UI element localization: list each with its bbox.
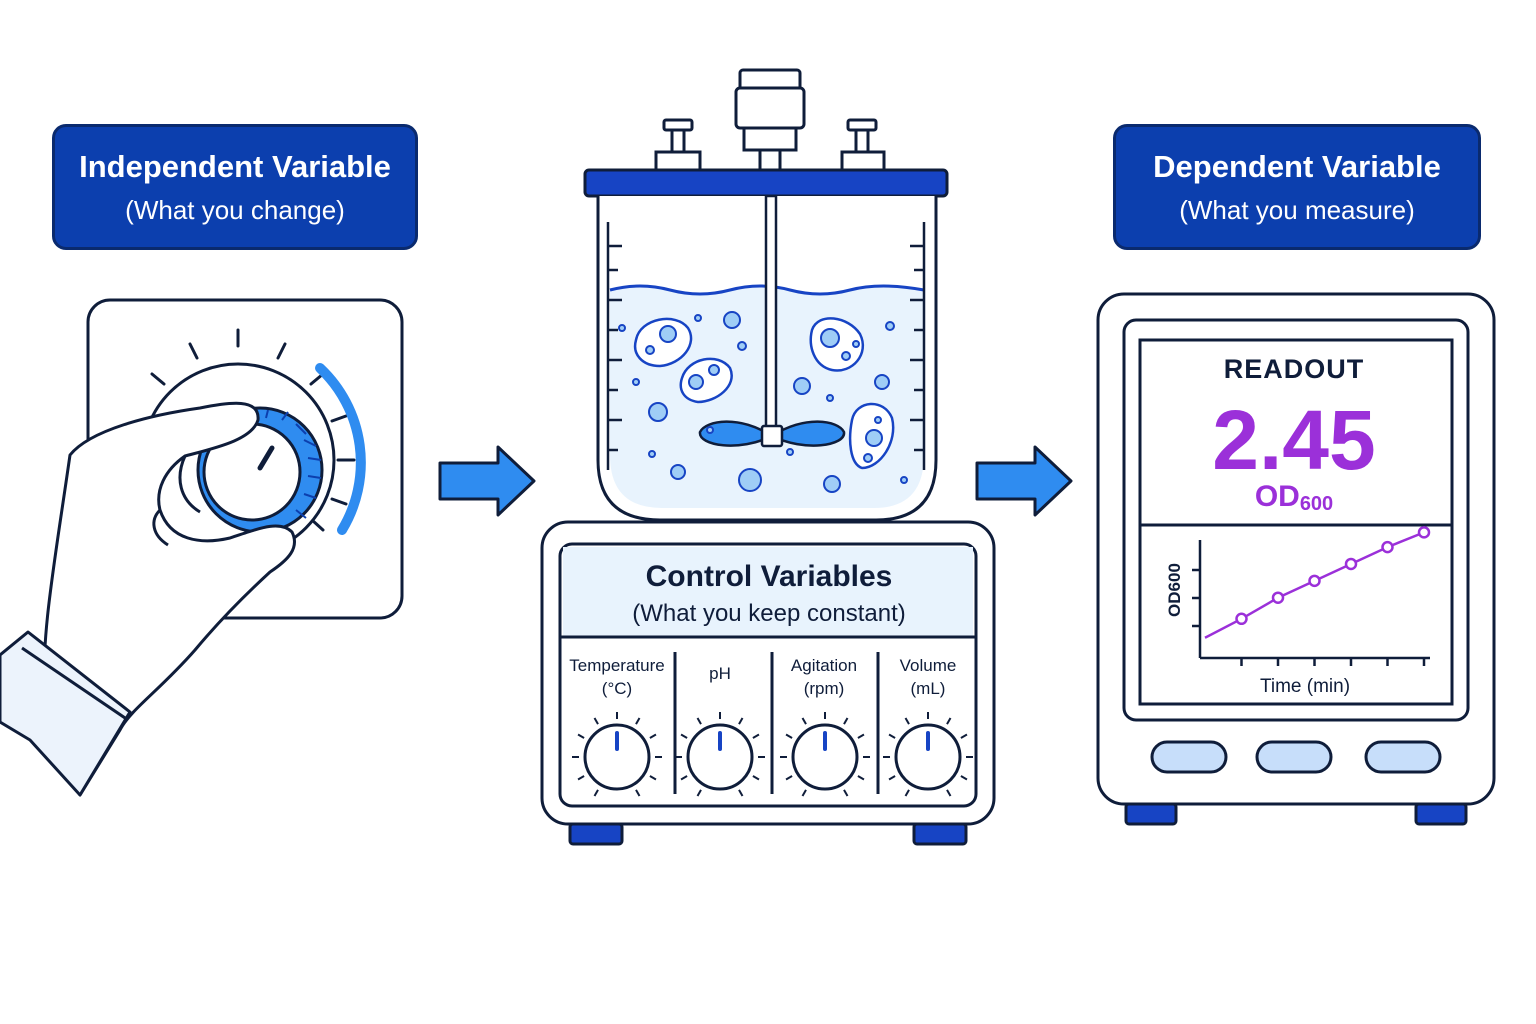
readout-chart-y-label: OD600 [1165,563,1184,617]
dependent-variable-label: Dependent Variable (What you measure) [1113,124,1481,250]
arrow-right-icon [975,445,1073,517]
dependent-subtitle: (What you measure) [1179,195,1415,225]
readout-unit-sub: 600 [1299,493,1334,515]
readout-unit: OD600 [1142,480,1446,516]
dial-label-temperature: Temperature (°C) [565,654,669,700]
readout-value: 2.45 [1212,393,1376,487]
control-variables-header: Control Variables (What you keep constan… [562,546,976,628]
readout-data-point [1344,557,1358,571]
readout-unit-main: OD [1254,480,1300,513]
dial-label-line: (rpm) [803,679,845,698]
volume-knob[interactable] [883,712,973,797]
readout-data-point [1271,591,1285,604]
control-title: Control Variables [645,560,893,593]
readout-data-point [1381,540,1394,554]
dial-label-line: (°C) [601,679,633,698]
control-subtitle: (What you keep constant) [632,600,906,627]
independent-variable-label: Independent Variable (What you change) [52,124,418,250]
independent-title: Independent Variable [79,149,391,184]
readout-chart-x-label: Time (min) [1259,676,1351,697]
dependent-title: Dependent Variable [1153,149,1441,184]
independent-subtitle: (What you change) [125,195,345,225]
bioreactor-icon [540,68,996,846]
dial-label-line: pH [709,664,731,683]
dial-label-ph: pH [668,662,772,685]
agitation-knob[interactable] [780,712,870,797]
temperature-knob[interactable] [572,712,662,797]
hand-turning-dial-icon [0,298,404,797]
arrow-right-icon [438,445,536,517]
dial-label-agitation: Agitation (rpm) [772,654,876,700]
dial-label-line: Temperature [569,656,665,675]
spectrophotometer-icon [1096,292,1496,826]
ph-knob[interactable] [675,712,765,797]
readout-data-point [1235,612,1248,626]
dial-label-volume: Volume (mL) [876,654,980,700]
dial-label-line: Agitation [790,656,858,675]
readout-data-point [1417,526,1431,539]
dial-label-line: Volume [899,656,957,675]
dial-label-line: (mL) [910,679,946,698]
readout-title: READOUT [1223,354,1365,384]
readout-data-point [1308,574,1321,588]
